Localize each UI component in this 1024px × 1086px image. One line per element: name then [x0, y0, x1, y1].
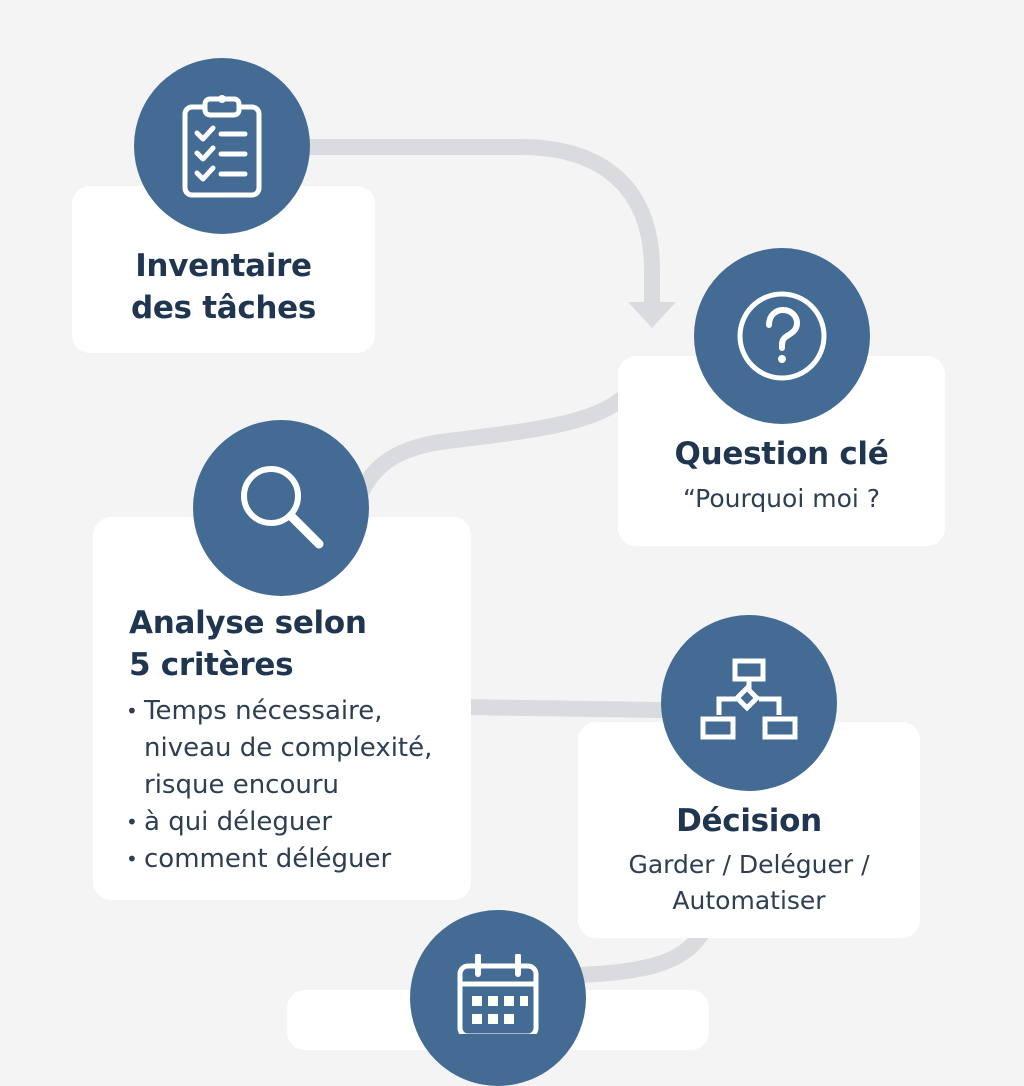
connector-2-to-3	[350, 392, 628, 508]
step-title-analysis-line1: Analyse selon	[129, 605, 367, 641]
step-title-decision: Décision	[676, 803, 822, 839]
step-title-analysis: Analyse selon 5 critères	[129, 602, 459, 686]
step-icon-circle-schedule	[410, 910, 586, 1086]
step-title-analysis-line2: 5 critères	[129, 647, 294, 683]
step-title-inventory-line2: des tâches	[130, 290, 317, 326]
step-title-inventory-line1: Inventaire	[135, 248, 312, 284]
step-subtitle-question: “Pourquoi moi ?	[682, 484, 881, 513]
step-title-inventory: Inventaire des tâches	[72, 245, 375, 329]
step-icon-circle-question	[694, 248, 870, 424]
connector-4-to-5	[572, 928, 708, 983]
calendar-icon	[452, 954, 544, 1034]
process-diagram: Inventaire des tâches Question clé “Pour…	[0, 0, 1024, 1024]
step-icon-circle-decision	[661, 615, 837, 791]
criteria-item-who: à qui déleguer	[126, 804, 463, 841]
connector-1-to-2	[292, 139, 660, 313]
decision-flow-icon	[695, 653, 803, 753]
connector-3-to-4	[454, 699, 668, 718]
step-icon-circle-analysis	[193, 420, 369, 596]
criteria-item-how: comment déléguer	[126, 841, 463, 878]
connector-arrowhead	[628, 302, 676, 328]
flow-connectors	[292, 139, 708, 983]
step-icon-circle-inventory	[134, 58, 310, 234]
criteria-item-time-line2: niveau de complexité,	[144, 733, 433, 763]
magnifier-icon	[231, 458, 331, 558]
step-subtitle-decision-line2: Automatiser	[672, 886, 826, 915]
criteria-item-time: Temps nécessaire, niveau de complexité, …	[126, 693, 463, 804]
clipboard-checklist-icon	[177, 91, 267, 201]
step-subtitle-decision-line1: Garder / Deléguer /	[628, 850, 870, 879]
criteria-item-time-line1: Temps nécessaire,	[144, 696, 383, 726]
step-subtitle-decision: Garder / Deléguer / Automatiser	[578, 847, 920, 919]
question-mark-icon	[734, 288, 830, 384]
criteria-list: Temps nécessaire, niveau de complexité, …	[126, 693, 463, 878]
criteria-item-time-line3: risque encouru	[144, 770, 340, 800]
step-title-question: Question clé	[674, 436, 889, 472]
